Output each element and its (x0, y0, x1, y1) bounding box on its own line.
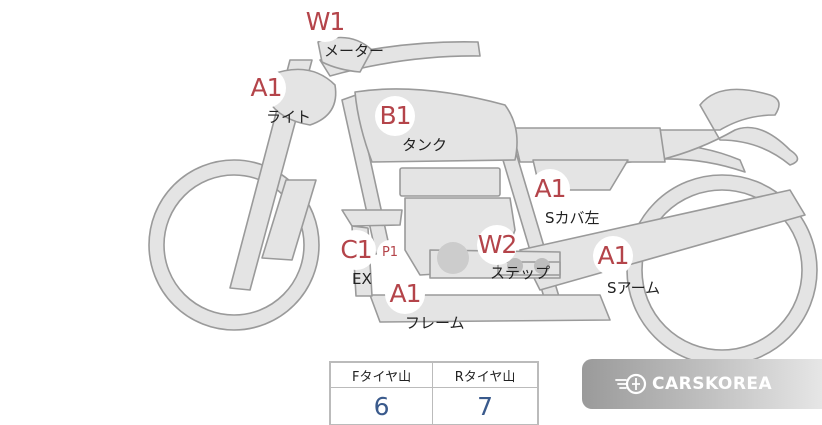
rear-tire-tread-header: Rタイヤ山 (432, 361, 539, 388)
marker-a1-frame: A1 (385, 274, 425, 314)
frame-bottom-rail (369, 294, 611, 323)
fork-lower (261, 179, 317, 261)
label-side-cover-left: Sカバ左 (545, 209, 600, 227)
label-meter: メーター (324, 42, 385, 60)
marker-w2: W2 (477, 225, 517, 265)
tire-tread-table: Fタイヤ山 Rタイヤ山 6 7 (329, 361, 539, 425)
rear-tire-tread-value: 7 (432, 387, 539, 425)
label-tank: タンク (402, 136, 448, 154)
marker-a1-light: A1 (246, 68, 286, 108)
label-swing-arm: Sアーム (607, 279, 661, 297)
carskorea-watermark: CARSKOREA (582, 359, 822, 409)
step-bolt (507, 258, 523, 274)
label-frame: フレーム (405, 314, 465, 332)
label-step: ステップ (490, 264, 551, 282)
step-bolt (534, 258, 550, 274)
marker-a1-side-cover: A1 (530, 169, 570, 209)
seat-pad (511, 127, 666, 163)
engine-head (399, 167, 501, 197)
marker-c1: C1 (336, 230, 376, 270)
marker-a1-arm: A1 (593, 236, 633, 276)
watermark-text: CARSKOREA (652, 374, 773, 394)
marker-w1: W1 (305, 2, 345, 42)
label-ex: EX (352, 270, 372, 288)
front-tire-tread-header: Fタイヤ山 (329, 361, 434, 388)
front-tire-tread-value: 6 (329, 387, 434, 425)
marker-b1: B1 (375, 96, 415, 136)
meter (317, 36, 373, 73)
engine-cover (437, 242, 469, 274)
marker-p1: P1 (377, 240, 403, 266)
carskorea-logo-icon (615, 373, 647, 395)
label-light: ライト (266, 108, 312, 126)
exhaust-header (341, 209, 403, 227)
